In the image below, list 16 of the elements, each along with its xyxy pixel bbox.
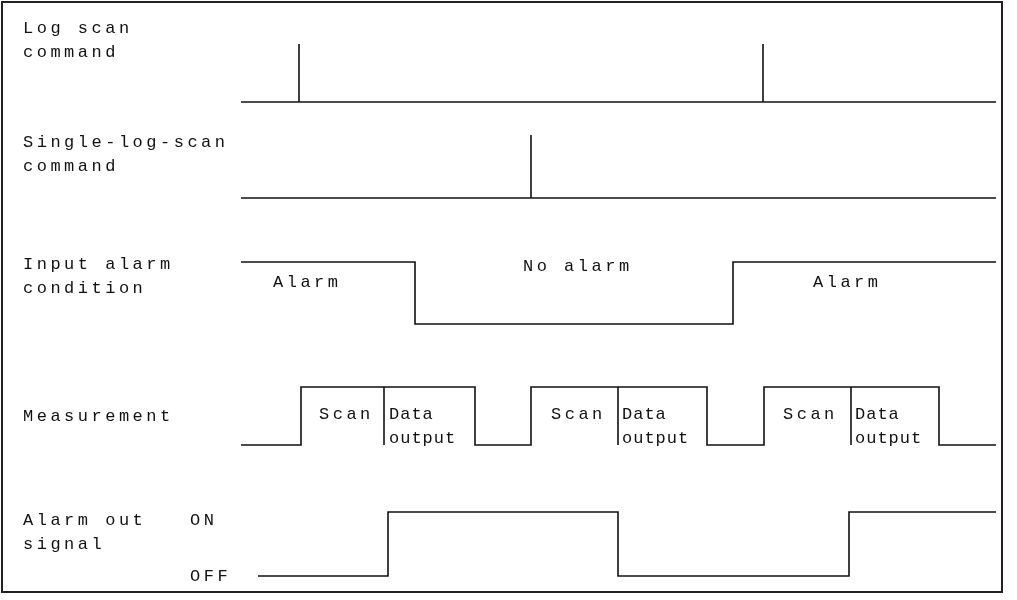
phase-label: Scan <box>783 404 839 426</box>
level-label: ON <box>190 510 219 532</box>
phase-label: Scan <box>319 404 375 426</box>
state-label: Alarm <box>273 272 343 294</box>
signal-name: Log scan command <box>23 18 134 64</box>
signal-name: Measurement <box>23 406 175 428</box>
phase-label: Data output <box>389 404 458 450</box>
level-label: OFF <box>190 566 233 588</box>
signal-name: Alarm out signal <box>23 510 148 556</box>
phase-label: Scan <box>551 404 607 426</box>
signal-name: Single-log-scan command <box>23 132 230 178</box>
state-label: Alarm <box>813 272 883 294</box>
signal-name: Input alarm condition <box>23 254 175 300</box>
state-label: No alarm <box>523 256 634 278</box>
phase-label: Data output <box>855 404 924 450</box>
phase-label: Data output <box>622 404 691 450</box>
